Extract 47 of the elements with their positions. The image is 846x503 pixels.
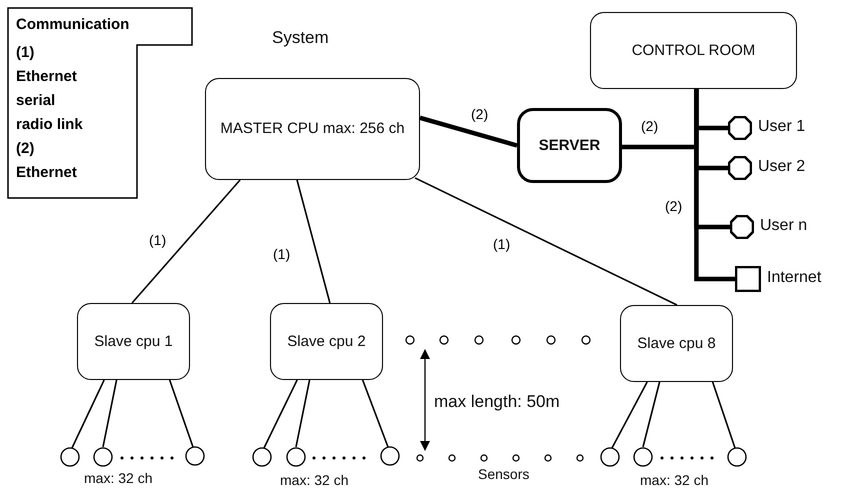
connector-line — [419, 116, 518, 148]
legend-text: Ethernet — [16, 164, 77, 181]
legend-heading: Communication — [16, 16, 130, 33]
process-box: MASTER CPU max: 256 ch — [205, 78, 420, 180]
channel-note: max: 32 ch — [84, 470, 152, 486]
connector-line — [712, 382, 736, 448]
legend-text: Ethernet — [16, 68, 77, 85]
connector-line — [131, 179, 241, 304]
channel-note: max: 32 ch — [640, 472, 708, 488]
user-terminal-icon — [730, 215, 754, 239]
connector-line — [694, 89, 735, 282]
user-terminal-icon — [728, 116, 752, 140]
connector-line — [611, 382, 648, 448]
connector-line — [362, 380, 389, 448]
device-label: Internet — [767, 269, 822, 287]
edge-label: (1) — [148, 232, 168, 248]
user-terminal-icon — [728, 156, 752, 180]
edge-label: (1) — [492, 236, 512, 252]
edge-label: (1) — [272, 246, 292, 262]
process-box: CONTROL ROOM — [590, 12, 797, 89]
edge-label: (2) — [470, 106, 490, 122]
sensors-label: Sensors — [478, 466, 530, 482]
connector-line — [168, 380, 194, 448]
connector-line — [296, 180, 331, 304]
device-label: User 1 — [758, 118, 806, 136]
connector-line — [295, 380, 310, 448]
connector-line — [71, 380, 105, 448]
legend-text: radio link — [16, 116, 83, 133]
internet-port-icon — [735, 266, 761, 292]
channel-note: max: 32 ch — [280, 472, 348, 488]
device-label: User 2 — [758, 158, 806, 176]
connector-line — [102, 380, 118, 448]
legend-text: (2) — [16, 140, 34, 157]
legend-text: (1) — [16, 44, 34, 61]
dimension-label: max length: 50m — [434, 392, 560, 412]
process-box: Slave cpu 1 — [77, 303, 190, 380]
process-box: Slave cpu 2 — [270, 303, 383, 380]
legend-text: serial — [16, 92, 56, 109]
connector-line — [642, 382, 660, 448]
server-box: SERVER — [517, 108, 622, 183]
diagram-title: System — [272, 28, 329, 48]
connector-line — [414, 177, 678, 306]
process-box: Slave cpu 8 — [620, 305, 733, 382]
edge-label: (2) — [664, 198, 684, 214]
connector-line — [263, 380, 298, 448]
edge-label: (2) — [640, 118, 660, 134]
device-label: User n — [760, 217, 808, 235]
